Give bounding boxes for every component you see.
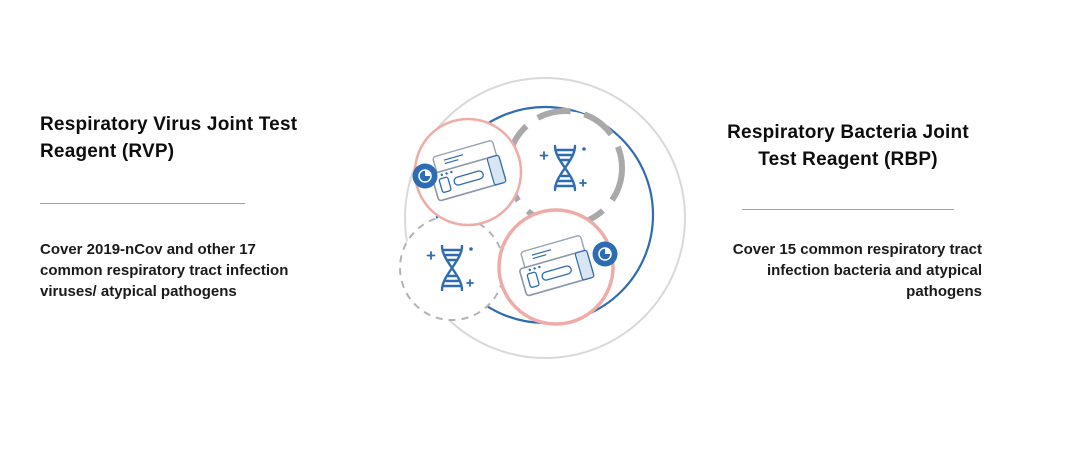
pie-badge-icon [591,240,619,268]
cycle-diagram [378,72,710,384]
pie-badge-icon [411,162,439,190]
cycle-diagram-svg [399,77,686,359]
rvp-description: Cover 2019-nCov and other 17 common resp… [40,241,289,300]
rvp-title: Respiratory Virus Joint Test Reagent (RV… [40,114,298,162]
rbp-description: Cover 15 common respiratory tract infect… [732,241,982,300]
rbp-title: Respiratory Bacteria Joint Test Reagent … [727,122,969,170]
rbp-divider [742,209,954,211]
rvp-divider [40,203,245,205]
rbp-panel: Respiratory Bacteria Joint Test Reagent … [712,120,984,302]
rvp-panel: Respiratory Virus Joint Test Reagent (RV… [40,112,345,302]
outer-circle [404,77,686,359]
